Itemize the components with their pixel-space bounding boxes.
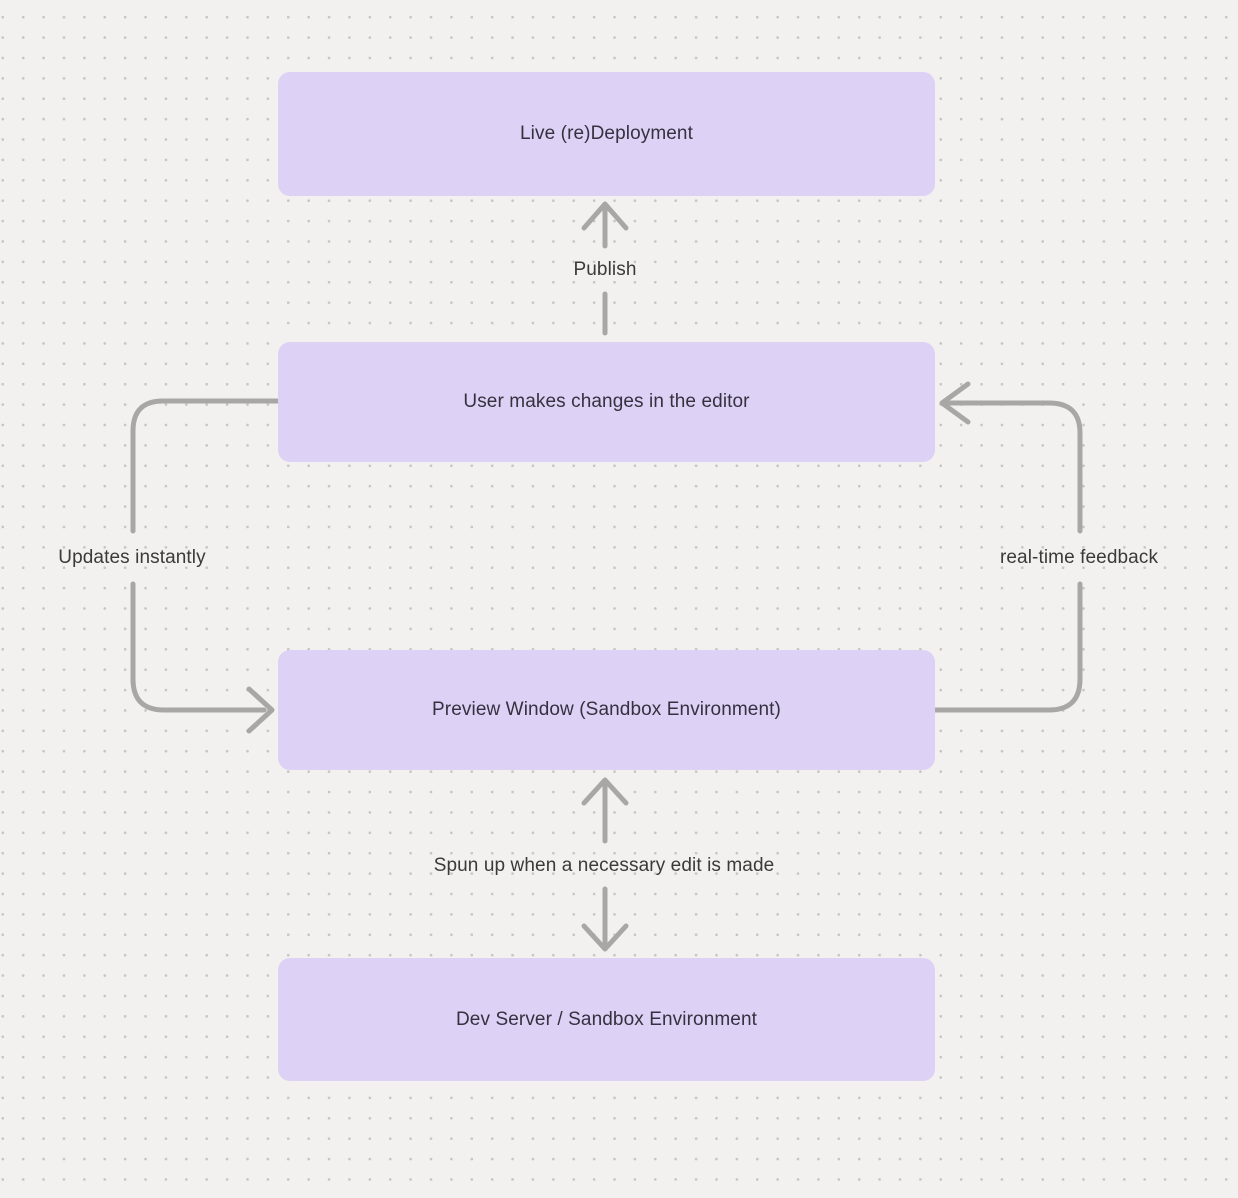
edge-label-updates-instantly[interactable]: Updates instantly: [58, 547, 206, 568]
edge-real-time-feedback-arrow[interactable]: [932, 381, 1083, 713]
node-user-editor[interactable]: User makes changes in the editor: [278, 342, 935, 462]
edge-spunup-arrowhead-down-icon: [581, 923, 629, 952]
edge-label-spun-up[interactable]: Spun up when a necessary edit is made: [433, 855, 775, 876]
edge-updates-arrowhead-right-icon: [246, 686, 275, 734]
edge-publish-arrow[interactable]: [581, 201, 629, 336]
node-dev-server[interactable]: Dev Server / Sandbox Environment: [278, 958, 935, 1081]
edge-updates-upper-segment: [130, 398, 281, 534]
edge-feedback-upper-segment: [944, 400, 1083, 534]
edge-label-publish[interactable]: Publish: [573, 259, 637, 280]
edge-label-real-time-feedback[interactable]: real-time feedback: [999, 547, 1159, 568]
edge-feedback-arrowhead-left-icon: [939, 381, 971, 425]
node-label-dev-server: Dev Server / Sandbox Environment: [455, 1008, 757, 1030]
node-label-live-redeployment: Live (re)Deployment: [520, 123, 693, 144]
node-live-redeployment[interactable]: Live (re)Deployment: [278, 72, 935, 196]
edge-updates-lower-segment: [130, 581, 267, 713]
node-label-user-editor: User makes changes in the editor: [463, 391, 750, 412]
edge-updates-instantly-arrow[interactable]: [130, 398, 281, 734]
node-preview-window[interactable]: Preview Window (Sandbox Environment): [278, 650, 935, 770]
edge-spun-up-arrow[interactable]: [581, 777, 629, 952]
edge-feedback-lower-segment: [932, 581, 1083, 713]
node-label-preview-window: Preview Window (Sandbox Environment): [432, 699, 781, 720]
